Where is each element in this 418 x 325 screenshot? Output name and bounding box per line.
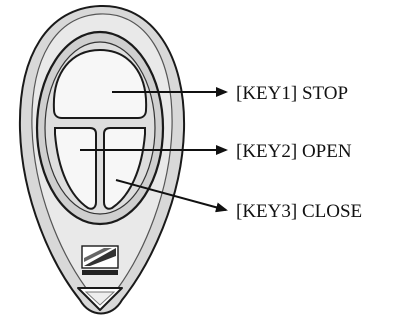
callout-label-key3: [KEY3] CLOSE	[236, 201, 362, 222]
callout-label-key2: [KEY2] OPEN	[236, 141, 352, 162]
callout-label-key1: [KEY1] STOP	[236, 83, 348, 104]
callout-labels: [KEY1] STOP [KEY2] OPEN [KEY3] CLOSE	[236, 83, 362, 222]
brand-logo-icon	[82, 246, 118, 275]
remote-control	[20, 6, 184, 314]
